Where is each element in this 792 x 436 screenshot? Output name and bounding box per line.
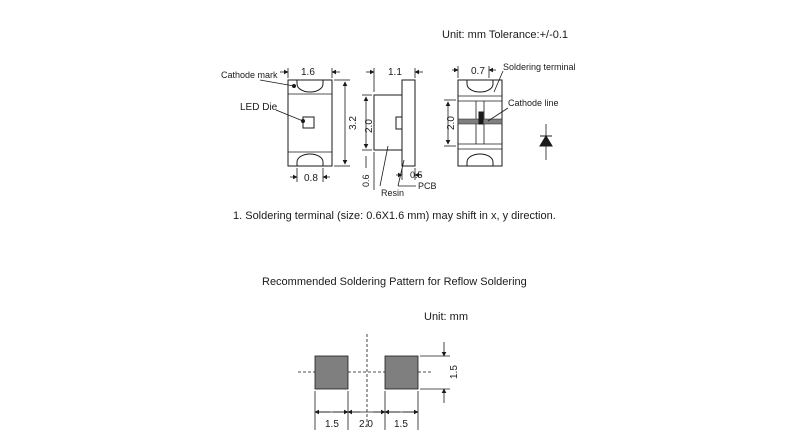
led-die-label: LED Die [240,102,278,113]
top-width-dim: 1.6 [301,67,315,78]
top-pad-dim: 0.8 [304,173,318,184]
resin-body [373,94,403,151]
pcb-substrate [401,79,416,167]
bottom-view: 0.7 2.0 Soldering terminal Cathode line [444,62,576,167]
resin-label: Resin [381,188,404,198]
gap-width-dim: 2.0 [359,419,373,430]
top-view-outline [287,79,333,167]
note-text: 1. Soldering terminal (size: 0.6X1.6 mm)… [233,210,556,222]
led-die [302,116,315,129]
bottom-height-dim: 2.0 [446,116,457,130]
notch-bottom [296,153,324,166]
soldering-terminal-label: Soldering terminal [503,62,576,72]
soldering-pattern: Recommended Soldering Pattern for Reflow… [262,276,527,430]
diode-symbol-icon [539,124,553,160]
solder-pad-left [314,355,349,390]
pattern-unit: Unit: mm [424,311,468,323]
cathode-notch-top [296,80,324,93]
pattern-title: Recommended Soldering Pattern for Reflow… [262,276,527,288]
top-view: 1.6 3.2 0.8 Cathode mark LED Die [221,67,359,184]
side-height-dim: 2.0 [364,119,375,133]
side-width-dim: 1.1 [388,67,402,78]
cathode-mark-label: Cathode mark [221,70,278,80]
cathode-line-label: Cathode line [508,98,559,108]
side-resin-dim: 0.6 [361,174,371,187]
side-pcb-dim: 0.5 [410,170,423,180]
side-view: 1.1 2.0 0.6 0.5 Resin PCB [361,67,437,198]
side-die [395,116,403,130]
pcb-label: PCB [418,181,437,191]
top-length-dim: 3.2 [348,116,359,130]
pad-left-width-dim: 1.5 [325,419,339,430]
pad-right-width-dim: 1.5 [394,419,408,430]
unit-tolerance-text: Unit: mm Tolerance:+/-0.1 [442,29,568,41]
pad-height-dim: 1.5 [449,365,460,379]
bottom-offset-dim: 0.7 [471,66,485,77]
solder-pad-right [384,355,419,390]
